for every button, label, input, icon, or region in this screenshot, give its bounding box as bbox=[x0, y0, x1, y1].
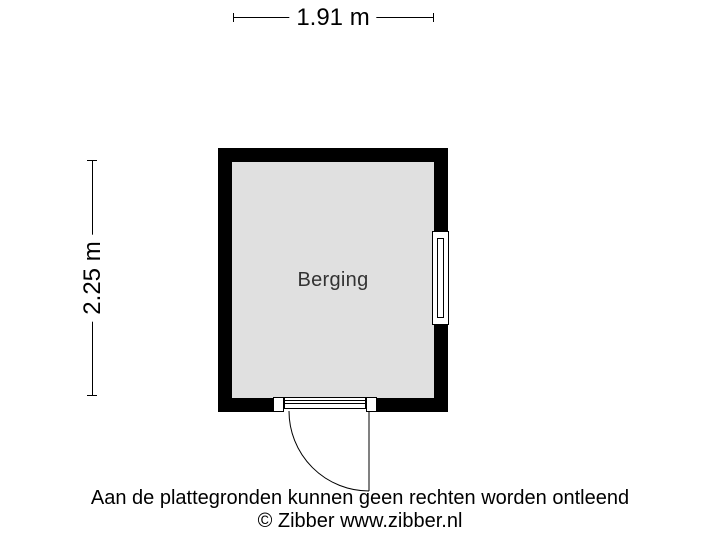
footer-disclaimer: Aan de plattegronden kunnen geen rechten… bbox=[90, 487, 630, 509]
door-threshold bbox=[284, 397, 366, 409]
window bbox=[432, 231, 449, 325]
dimension-width-label: 1.91 m bbox=[289, 5, 377, 31]
wall-bottom-left bbox=[218, 398, 273, 412]
door-jamb-right bbox=[366, 397, 377, 412]
dimension-width-tick-right bbox=[433, 13, 434, 22]
footer: Aan de plattegronden kunnen geen rechten… bbox=[0, 487, 720, 533]
wall-bottom-right bbox=[377, 398, 448, 412]
dimension-height-tick-bottom bbox=[87, 395, 97, 396]
dimension-height-label: 2.25 m bbox=[79, 234, 106, 322]
wall-top bbox=[218, 148, 448, 162]
door-jamb-left bbox=[273, 397, 284, 412]
room-berging-label: Berging bbox=[297, 268, 369, 291]
door-swing-arc bbox=[288, 410, 370, 492]
wall-right-lower bbox=[434, 325, 448, 412]
wall-right-upper bbox=[434, 148, 448, 231]
footer-copyright: © Zibber www.zibber.nl bbox=[257, 510, 463, 532]
window-glass bbox=[437, 238, 444, 318]
dimension-height-tick-top bbox=[87, 160, 97, 161]
dimension-width-tick-left bbox=[233, 13, 234, 22]
wall-left bbox=[218, 148, 232, 412]
room-berging-floor: Berging bbox=[232, 162, 434, 398]
